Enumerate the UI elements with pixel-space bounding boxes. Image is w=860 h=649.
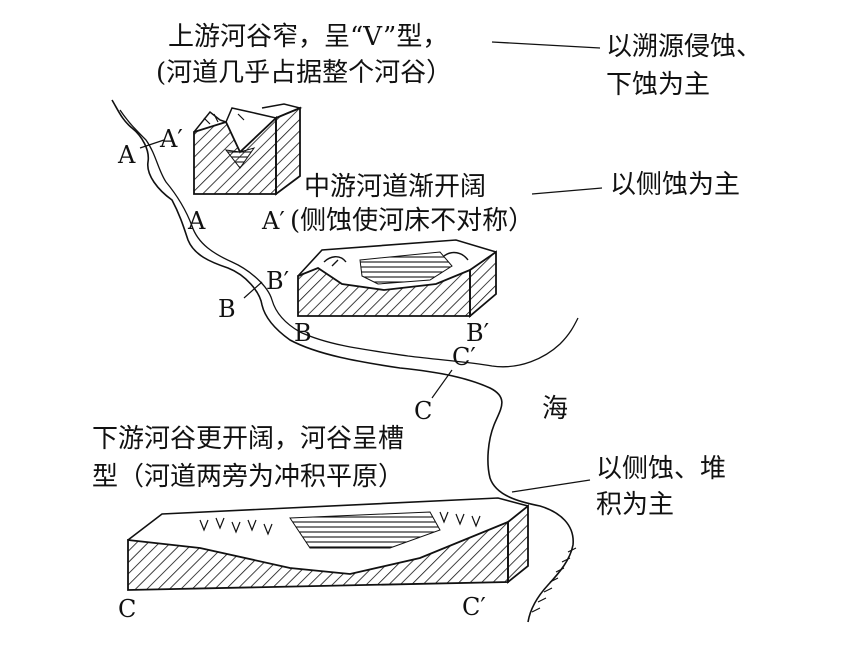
leader-upper: [491, 41, 601, 49]
lower-valley-desc-line2: 型（河道两旁为冲积平原）: [92, 462, 405, 492]
section-b-left-label: B: [294, 319, 312, 347]
point-b-label: B: [218, 295, 236, 323]
middle-valley-block: [297, 239, 497, 318]
section-a-left-label: A: [188, 207, 206, 235]
point-c-prime-label: C′: [452, 343, 476, 371]
section-line-a: [139, 139, 165, 149]
lower-process-line2: 积为主: [596, 490, 675, 520]
middle-process: 以侧蚀为主: [610, 170, 741, 200]
leader-lower: [511, 479, 591, 493]
leader-middle: [531, 187, 603, 195]
upper-valley-desc-line1: 上游河谷窄，呈“V”型，: [168, 22, 449, 52]
river-path: [111, 99, 574, 623]
section-line-b: [243, 281, 263, 299]
lower-valley-desc-line1: 下游河谷更开阔，河谷呈槽: [92, 424, 405, 454]
coastline-ticks: [531, 547, 577, 613]
section-line-c: [431, 369, 453, 399]
upper-valley-desc-line2: (河道几乎占据整个河谷）: [156, 58, 453, 88]
lower-process-line1: 以侧蚀、堆: [596, 454, 727, 484]
river-bank: [119, 109, 579, 368]
lower-valley-block: [127, 497, 529, 591]
upper-process-line2: 下蚀为主: [606, 70, 711, 100]
sea-label: 海: [542, 394, 569, 424]
point-a-prime-label: A′: [160, 125, 183, 153]
section-c-right-label: C′: [462, 593, 486, 621]
point-b-prime-label: B′: [266, 267, 290, 295]
section-b-right-label: B′: [466, 319, 490, 347]
point-c-label: C: [414, 397, 433, 425]
middle-valley-desc-line2: (侧蚀使河床不对称）: [290, 206, 535, 236]
upper-valley-block: [193, 103, 303, 196]
point-a-label: A: [118, 141, 136, 169]
upper-process-line1: 以溯源侵蚀、: [606, 32, 763, 62]
middle-valley-desc-line1: 中游河道渐开阔: [304, 172, 487, 202]
section-a-right-label: A′: [262, 207, 285, 235]
section-c-left-label: C: [118, 595, 137, 623]
